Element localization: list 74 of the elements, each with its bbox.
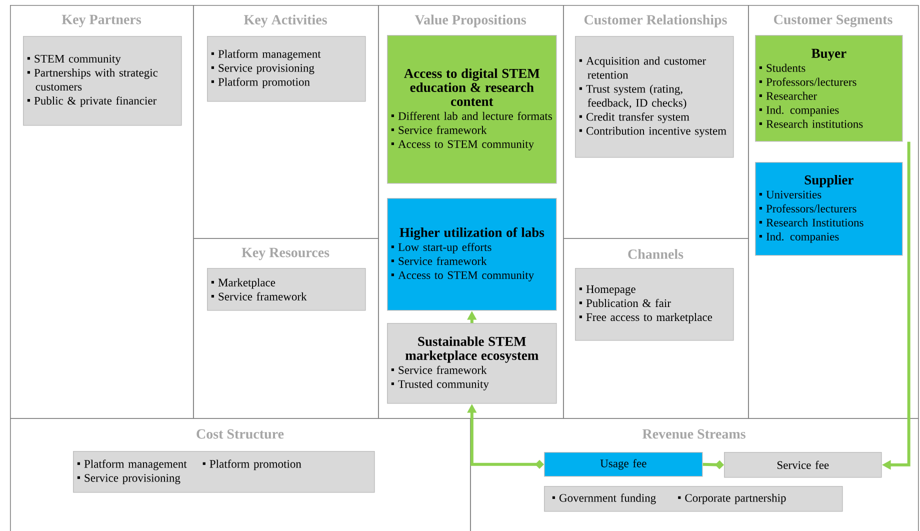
section-heading: Value Propositions xyxy=(414,14,526,28)
list-item: Ind. companies xyxy=(759,232,839,243)
section-heading: Cost Structure xyxy=(196,429,284,439)
section-heading: Key Activities xyxy=(244,14,327,28)
segment-box xyxy=(755,162,903,256)
list-item: Homepage xyxy=(579,285,636,296)
list-item: Different lab and lecture formats xyxy=(391,112,552,120)
list-item: Service provisioning xyxy=(211,64,314,74)
list-box xyxy=(575,268,734,341)
proposition-box xyxy=(387,323,557,404)
list-item: Access to STEM community xyxy=(391,271,534,282)
list-box xyxy=(575,36,734,158)
list-item: Platform management xyxy=(211,50,321,60)
list-item: Platform promotion xyxy=(211,78,310,88)
section-heading: Customer Relationships xyxy=(584,14,727,28)
list-item: Access to STEM community xyxy=(391,140,534,150)
list-box xyxy=(73,451,375,493)
list-item: Platform management xyxy=(77,460,187,470)
canvas-section xyxy=(378,5,564,419)
list-item: Credit transfer system xyxy=(579,112,690,124)
list-item: Public & private financier xyxy=(27,96,157,107)
proposition-box xyxy=(387,35,557,184)
list-item: Low start-up efforts xyxy=(391,242,492,254)
list-item: Corporate partnership xyxy=(678,494,786,504)
list-item: Ind. companies xyxy=(759,106,839,116)
segment-box xyxy=(755,35,903,142)
list-item: Trust system (rating, feedback, ID checks) xyxy=(579,84,686,110)
canvas-section xyxy=(563,238,749,419)
list-item: Government funding xyxy=(552,494,656,504)
canvas-section xyxy=(563,5,749,239)
list-item: Service framework xyxy=(391,126,487,134)
canvas-section xyxy=(748,5,919,419)
canvas-section xyxy=(193,238,379,419)
section-heading: Channels xyxy=(628,249,684,259)
list-item: Service provisioning xyxy=(77,474,180,484)
list-item: Trusted community xyxy=(391,380,489,390)
box-heading: Sustainable STEM marketplace ecosystem xyxy=(406,336,538,363)
box-label: Service fee xyxy=(778,460,829,469)
list-item: STEM community xyxy=(27,54,121,65)
list-item: Students xyxy=(759,64,806,72)
section-heading: Key Resources xyxy=(242,248,330,260)
list-item: Professors/lecturers xyxy=(759,204,856,212)
box-heading: Buyer xyxy=(812,48,846,61)
list-box xyxy=(544,486,843,512)
section-heading: Key Partners xyxy=(62,14,142,28)
list-item: Universities xyxy=(759,190,822,198)
list-box xyxy=(207,36,366,102)
list-item: Research Institutions xyxy=(759,218,864,226)
list-item: Research institutions xyxy=(759,120,863,128)
list-box xyxy=(23,36,182,126)
canvas-section xyxy=(193,5,379,239)
list-box xyxy=(207,268,366,311)
list-item: Contribution incentive system xyxy=(579,126,726,138)
list-item: Researcher xyxy=(759,92,817,100)
list-item: Professors/lecturers xyxy=(759,78,856,86)
box-label: Usage fee xyxy=(600,459,646,470)
list-item: Service framework xyxy=(211,292,307,300)
canvas-section xyxy=(10,5,194,419)
proposition-box xyxy=(387,198,557,311)
list-item: Service framework xyxy=(391,366,487,374)
box-heading: Supplier xyxy=(804,175,854,188)
list-item: Free access to marketplace xyxy=(579,312,712,324)
list-item: Service framework xyxy=(391,256,487,266)
list-item: Publication & fair xyxy=(579,298,671,308)
section-heading: Customer Segments xyxy=(774,14,892,28)
fee-box xyxy=(724,452,882,478)
list-item: Platform promotion xyxy=(202,460,302,470)
box-heading: Higher utilization of labs xyxy=(400,227,544,240)
fee-box xyxy=(544,452,703,477)
box-heading: Access to digital STEM education & research content xyxy=(404,68,540,106)
list-item: Marketplace xyxy=(211,278,276,289)
list-item: Partnerships with strategic customers xyxy=(27,68,158,91)
section-heading: Revenue Streams xyxy=(642,429,746,439)
list-item: Acquisition and customer retention xyxy=(579,56,706,79)
